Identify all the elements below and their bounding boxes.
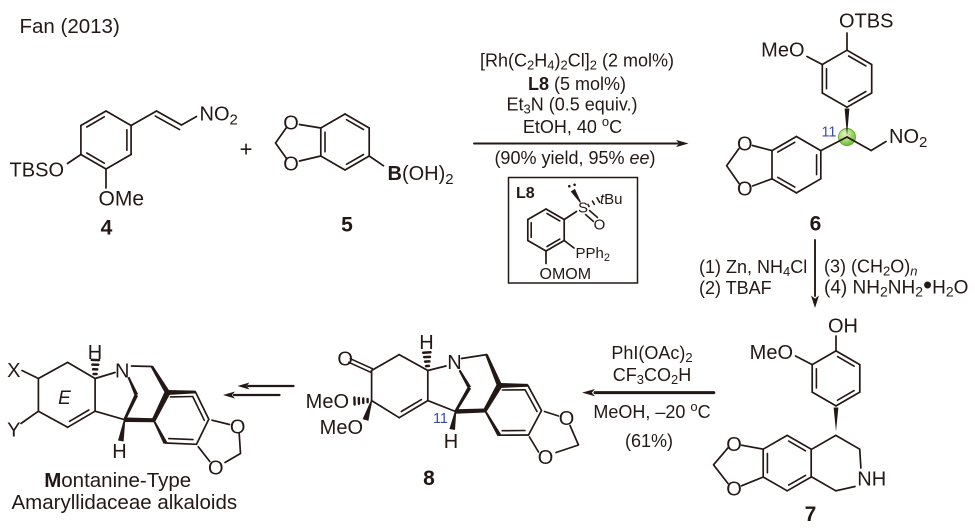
svg-text:E: E xyxy=(58,388,71,409)
svg-text:NH: NH xyxy=(857,468,886,490)
svg-text:Et3N (0.5 equiv.): Et3N (0.5 equiv.) xyxy=(507,95,638,117)
svg-text:O: O xyxy=(337,349,353,371)
svg-text:H: H xyxy=(112,441,126,463)
svg-text:(90% yield, 95% ee): (90% yield, 95% ee) xyxy=(494,148,655,168)
svg-text:11: 11 xyxy=(821,125,836,141)
svg-text:N: N xyxy=(115,361,129,383)
svg-text:B(OH)2: B(OH)2 xyxy=(388,163,454,188)
svg-text:Montanine-Type: Montanine-Type xyxy=(44,469,191,492)
svg-text:7: 7 xyxy=(805,503,817,526)
svg-text:(4) NH2NH2•H2O: (4) NH2NH2•H2O xyxy=(824,270,968,300)
svg-text:Amaryllidaceae alkaloids: Amaryllidaceae alkaloids xyxy=(11,491,237,514)
svg-text:O: O xyxy=(208,457,224,479)
svg-text:OH: OH xyxy=(828,316,858,338)
svg-text:+: + xyxy=(240,137,253,162)
svg-text:O: O xyxy=(538,447,554,469)
svg-text:O: O xyxy=(283,113,299,135)
svg-text:N: N xyxy=(447,352,461,374)
svg-text:O: O xyxy=(726,434,742,456)
svg-text:OMe: OMe xyxy=(99,188,145,211)
svg-text:L8 (5 mol%): L8 (5 mol%) xyxy=(528,74,626,94)
svg-text:(3) (CH2O)n: (3) (CH2O)n xyxy=(824,257,917,279)
svg-text:[Rh(C2H4)2Cl]2 (2 mol%): [Rh(C2H4)2Cl]2 (2 mol%) xyxy=(480,51,674,73)
svg-text:O: O xyxy=(726,478,742,500)
svg-text:(2) TBAF: (2) TBAF xyxy=(699,278,772,298)
svg-text:5: 5 xyxy=(341,214,353,237)
svg-text:OMOM: OMOM xyxy=(540,266,592,283)
svg-text:EtOH, 40 oC: EtOH, 40 oC xyxy=(523,114,622,137)
svg-text:(61%): (61%) xyxy=(625,431,673,451)
svg-text:tBu: tBu xyxy=(600,191,623,208)
svg-text:X: X xyxy=(7,360,20,382)
svg-text:O: O xyxy=(737,179,753,201)
svg-text:MeO: MeO xyxy=(761,40,804,62)
svg-text:6: 6 xyxy=(810,213,822,236)
svg-text:MeO: MeO xyxy=(750,342,793,364)
svg-text:11: 11 xyxy=(433,411,448,427)
svg-text:NO2: NO2 xyxy=(200,103,238,128)
svg-text:O: O xyxy=(230,417,246,439)
svg-text:8: 8 xyxy=(423,467,435,490)
svg-text:MeOH, –20 oC: MeOH, –20 oC xyxy=(593,399,710,422)
svg-text:Fan (2013): Fan (2013) xyxy=(20,15,120,38)
svg-text:O: O xyxy=(737,133,753,155)
svg-text:H: H xyxy=(88,342,102,364)
svg-text:PhI(OAc)2: PhI(OAc)2 xyxy=(611,343,692,365)
svg-text:NO2: NO2 xyxy=(889,126,927,151)
svg-text:PPh2: PPh2 xyxy=(576,245,610,264)
svg-text:Y: Y xyxy=(7,420,20,442)
svg-text:(1) Zn, NH4Cl: (1) Zn, NH4Cl xyxy=(699,257,807,279)
svg-text:TBSO: TBSO xyxy=(10,160,64,182)
svg-text:CF3CO2H: CF3CO2H xyxy=(613,365,691,387)
svg-text:S: S xyxy=(578,200,588,217)
svg-text:OTBS: OTBS xyxy=(839,11,893,33)
svg-text:H: H xyxy=(444,431,458,453)
svg-text:L8: L8 xyxy=(516,185,535,202)
svg-text:O: O xyxy=(559,408,575,430)
svg-text:MeO: MeO xyxy=(306,391,349,413)
svg-text:H: H xyxy=(419,332,433,354)
svg-text:4: 4 xyxy=(101,217,113,240)
svg-text:O: O xyxy=(594,217,606,234)
svg-text:MeO: MeO xyxy=(320,417,363,439)
svg-text:O: O xyxy=(283,154,299,176)
